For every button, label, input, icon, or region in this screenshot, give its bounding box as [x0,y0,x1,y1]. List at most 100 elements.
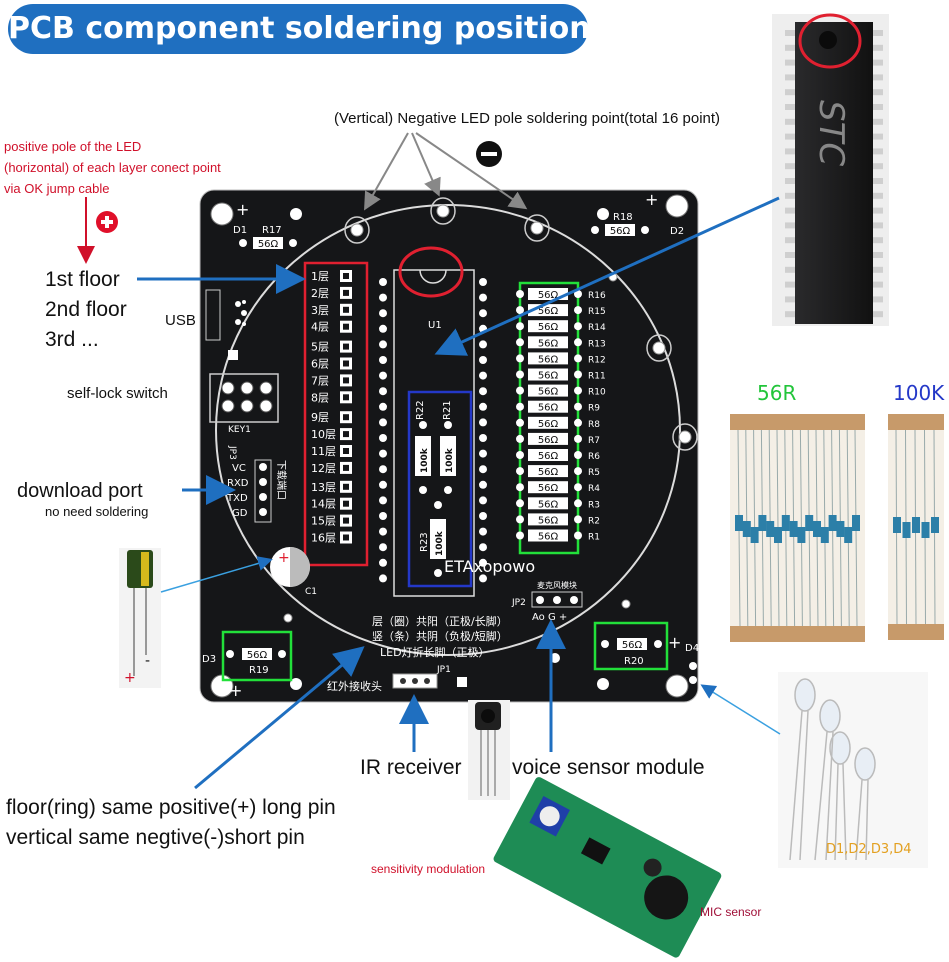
chip-pin [873,296,883,303]
aogp-label: Ao G + [532,612,567,623]
rxd-label: RXD [227,478,249,489]
resistor-pad [574,434,582,443]
resistor-body-photo [902,522,911,538]
layer-label: 4层 [311,321,329,334]
resistor-pad [516,451,524,459]
resistor-pad [516,290,524,298]
u1-pin [379,496,387,505]
svg-text:+: + [229,681,242,700]
resistor-value: 56Ω [538,290,559,301]
layer-label: 2层 [311,287,329,300]
positive-pole-line-1: positive pole of the LED [4,139,142,154]
no-soldering-label: no need soldering [45,504,149,519]
resistor-body-photo [774,527,782,543]
r21-label: R21 [442,400,453,420]
chip-notch-highlight [798,13,862,69]
resistor-value: 56Ω [538,322,559,333]
r22-label: R22 [415,400,426,420]
layer-label: 9层 [311,411,329,424]
resistor-value: 56Ω [538,371,559,382]
floor-2-label: 2nd floor [45,298,127,321]
resistor-body [528,352,568,365]
layer-label: 11层 [311,445,336,458]
k100-label: 100k [420,447,430,473]
u1-pin [479,293,487,302]
resistor-pad [574,483,582,492]
jp2-label: JP2 [511,598,526,608]
resistor-value: 56Ω [538,451,559,462]
resistor-body-photo [805,515,814,531]
u1-pin [479,434,487,442]
ir-receiver-label: IR receiver [360,756,462,779]
resistor-value: 56Ω [538,499,559,510]
svg-text:+: + [645,190,658,209]
self-lock-switch [209,373,279,423]
gd-label: GD [232,508,248,519]
positive-pole-label: positive pole of the LED (horizontal) of… [4,136,221,199]
layer-label: 13层 [311,481,336,494]
chip-pin [873,59,883,66]
resistor-label: R9 [588,404,600,414]
usb-connector [205,289,221,341]
resistor-label: R2 [588,516,600,526]
resistor-label: R4 [588,484,600,494]
resistor-pad [516,402,524,411]
chip-pin [873,148,883,155]
chip-pin [873,252,883,258]
resistor-pad [574,338,582,347]
layer-label: 6层 [311,358,329,371]
resistor-body-photo [912,517,920,533]
u1-pin [479,465,487,474]
mount-hole [665,674,689,698]
u1-pin [479,278,487,286]
chip-pin [785,207,795,214]
page-title: PCB component soldering position [8,4,591,54]
note-cn-2: 竖（条）共阴（负极/短脚） [372,629,508,643]
svg-text:56Ω: 56Ω [258,239,279,250]
resistor-body-photo [893,517,901,533]
resistor-label: R16 [588,291,606,301]
svg-text:56Ω: 56Ω [247,650,268,661]
resistor-pad [574,499,582,508]
svg-text:+: + [124,670,136,686]
resistor-value: 56Ω [538,338,559,349]
chip-pin [785,74,795,81]
resistor-body-photo [781,515,790,531]
usb-label: USB [165,312,196,329]
d2-label: D2 [670,226,684,237]
jp1-label: JP1 [436,665,451,675]
layer-label: 8层 [311,391,329,404]
resistor-pad [574,354,582,363]
resistor-body [528,432,568,445]
r18-label: R18 [613,212,633,223]
u1-pin [379,278,387,286]
resistor-body-photo [921,522,930,538]
resistor-body [528,465,568,478]
resistor-value: 56Ω [538,419,559,430]
resistor-array-box [518,281,580,555]
resistor-body-photo [852,515,860,531]
resistor-label: R1 [588,533,600,543]
u1-pin [379,434,387,442]
note-cn-3: LED灯折长脚（正极） [380,645,490,659]
layer-label: 3层 [311,304,329,317]
chip-pin [873,163,883,170]
resistor-pad [516,531,524,540]
resistor-body [528,384,568,397]
u1-pin [479,356,487,364]
chip-pin [873,104,883,110]
chip-pin [873,89,883,96]
resistor-body-photo [931,517,939,533]
resistor-body [528,400,568,413]
chip-pin [785,104,795,110]
layer-label: 15层 [311,515,336,528]
u1-pin [479,449,487,458]
c1-label: C1 [305,587,317,597]
resistor-label: R14 [588,323,606,333]
resistor-pad [574,322,582,331]
floor-ring-label: floor(ring) same positive(+) long pin [6,796,336,819]
resistor-body-photo [820,527,829,543]
resistor-value: 56Ω [538,403,559,414]
resistor-body-photo [844,527,853,543]
u1-pin [479,418,487,427]
